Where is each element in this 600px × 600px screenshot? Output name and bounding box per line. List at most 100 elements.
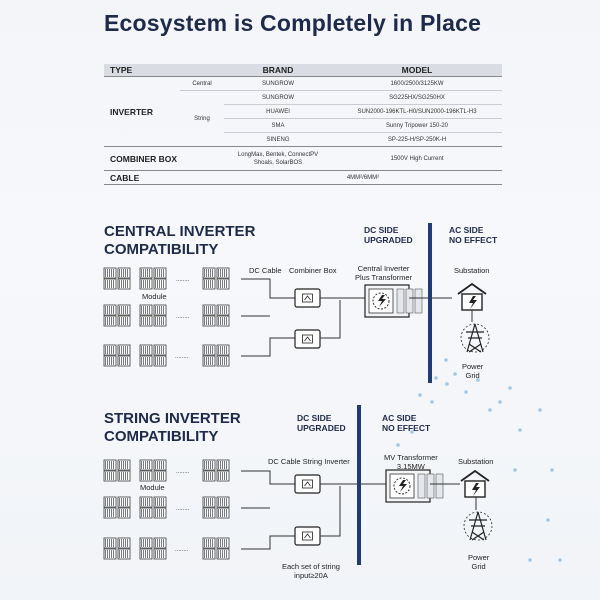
model-cell: SP-225-H/SP-250K-H: [332, 132, 502, 147]
solar-panel: [139, 470, 153, 482]
dc-cable-label: DC Cable: [249, 266, 282, 275]
central-inverter-icon: [364, 284, 423, 318]
string-grid-label: Grid: [471, 562, 486, 571]
solar-panel: [117, 355, 131, 367]
solar-panel: [216, 459, 230, 471]
header-model: MODEL: [332, 64, 502, 77]
solar-panel: [202, 304, 216, 316]
string-input-note-1: Each set of string: [282, 562, 340, 571]
solar-panel: [153, 496, 167, 508]
cable-model: 4MM²/6MM²: [224, 170, 502, 185]
solar-panel: [103, 496, 117, 508]
solar-panel: [202, 344, 216, 356]
combiner-brands-1: LongMax, Bentek, ConnectPV: [237, 151, 319, 158]
ecosystem-table: TYPE BRAND MODEL INVERTER Central SUNGRO…: [104, 64, 502, 185]
table-row: HUAWEI SUN2000-196KTL-H0/SUN2000-196KTL-…: [104, 104, 502, 119]
solar-panel: [139, 496, 153, 508]
solar-panel: [153, 548, 167, 560]
solar-panel: [202, 315, 216, 327]
solar-panel: [139, 548, 153, 560]
string-module-label: Module: [140, 483, 165, 492]
central-power-label: Power: [462, 362, 484, 371]
solar-panel: [117, 470, 131, 482]
solar-panel: [202, 548, 216, 560]
string-dc-note-1: DC SIDE: [297, 413, 332, 423]
wire: [320, 486, 341, 537]
ellipsis-dots: ........: [175, 354, 189, 360]
mv-transformer-label-2: 3.15MW: [396, 462, 425, 471]
combiner-box-icon: [294, 329, 321, 349]
central-inverter-label-2: Plus Transformer: [355, 273, 413, 282]
decorative-dot: [434, 376, 438, 380]
solar-panel: [117, 278, 131, 290]
inverter-label: INVERTER: [104, 76, 180, 147]
combiner-model: 1500V High Current: [332, 146, 502, 171]
decorative-dot: [396, 443, 400, 447]
solar-panel: [202, 470, 216, 482]
solar-panel: [216, 315, 230, 327]
central-ac-note-1: AC SIDE: [449, 225, 484, 235]
decorative-dot: [550, 468, 554, 472]
solar-panel: [216, 267, 230, 279]
solar-panel: [153, 304, 167, 316]
string-title-line-1: STRING INVERTER: [104, 410, 241, 427]
central-substation-label: Substation: [454, 266, 490, 275]
combiner-label: COMBINER BOX: [104, 146, 224, 171]
wire: [241, 278, 295, 299]
solar-panel: [216, 496, 230, 508]
string-label: String: [180, 90, 224, 147]
central-ac-note-2: NO EFFECT: [449, 235, 498, 245]
solar-panel: [153, 267, 167, 279]
decorative-dot: [538, 408, 542, 412]
string-input-note-2: input≥20A: [294, 571, 328, 580]
decorative-dot: [528, 558, 532, 562]
solar-panel: [202, 355, 216, 367]
power-tower-icon: [463, 511, 493, 541]
wire: [241, 535, 295, 550]
dc-ac-divider: [357, 405, 361, 565]
brand-cell: SUNGROW: [224, 76, 332, 91]
solar-panel: [139, 537, 153, 549]
central-module-label: Module: [142, 292, 167, 301]
model-cell: SG225HX/SG250HX: [332, 90, 502, 105]
solar-panel: [139, 355, 153, 367]
solar-panel: [216, 304, 230, 316]
combiner-box-label: Combiner Box: [289, 266, 337, 275]
solar-panel: [216, 278, 230, 290]
solar-panel: [216, 355, 230, 367]
table-row: COMBINER BOX LongMax, Bentek, ConnectPV …: [104, 146, 502, 171]
solar-panel: [103, 548, 117, 560]
solar-panel: [153, 470, 167, 482]
page-title: Ecosystem is Completely in Place: [104, 10, 482, 36]
string-substation-label: Substation: [458, 457, 494, 466]
header-type: TYPE: [104, 64, 180, 77]
ellipsis-dots: ........: [175, 547, 189, 553]
central-inverter-label-1: Central Inverter: [357, 264, 410, 273]
mv-transformer-icon: [385, 469, 444, 503]
solar-panel: [117, 496, 131, 508]
solar-panel: [153, 344, 167, 356]
dc-cable-string-inverter-label: DC Cable String Inverter: [268, 457, 350, 466]
solar-panel: [103, 304, 117, 316]
header-brand: BRAND: [224, 64, 332, 77]
wire: [320, 300, 341, 339]
decorative-dot: [430, 400, 434, 404]
central-dc-note-1: DC SIDE: [364, 225, 399, 235]
solar-panel: [139, 507, 153, 519]
table-row: INVERTER Central SUNGROW 1600/2500/3125K…: [104, 76, 502, 147]
solar-panel: [117, 344, 131, 356]
solar-panel: [117, 459, 131, 471]
decorative-dot: [513, 468, 517, 472]
cable-label: CABLE: [104, 170, 224, 185]
table-header-row: TYPE BRAND MODEL: [104, 64, 502, 77]
solar-panel: [153, 355, 167, 367]
wire: [241, 470, 295, 485]
central-title-line-2: COMPATIBILITY: [104, 241, 219, 258]
solar-panel: [216, 470, 230, 482]
solar-panel: [139, 459, 153, 471]
model-cell: 1600/2500/3125KW: [332, 76, 502, 91]
solar-panel: [153, 507, 167, 519]
solar-panel: [139, 344, 153, 356]
model-cell: Sunny Tripower 150-20: [332, 118, 502, 133]
